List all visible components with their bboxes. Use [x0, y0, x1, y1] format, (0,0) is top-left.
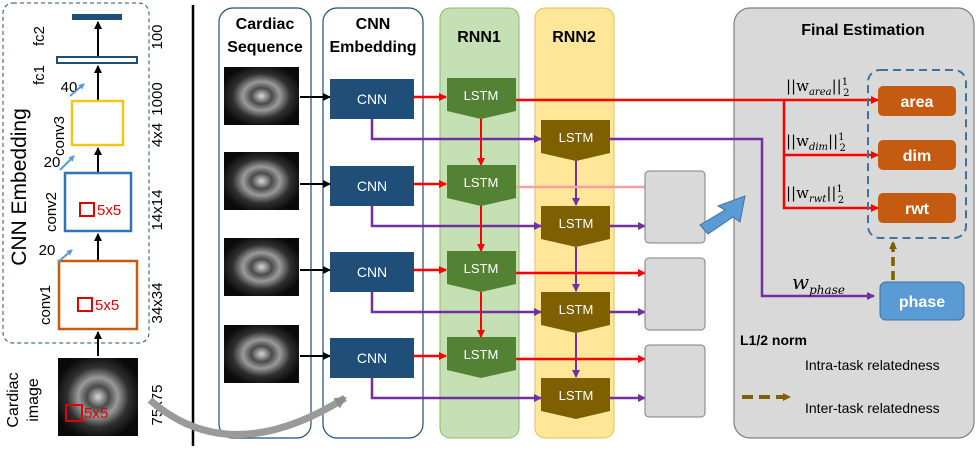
lstm1-block-2-label: LSTM — [464, 175, 499, 190]
arrow-cnn4-lstm2 — [370, 378, 542, 402]
phase-label: phase — [899, 294, 945, 311]
conv2-kernel-label: 5x5 — [97, 202, 121, 219]
sequence-image-1 — [224, 67, 299, 125]
cnn-block-3-label: CNN — [357, 264, 387, 280]
conv3-label: conv3 — [51, 116, 68, 156]
lstm2-block-4 — [541, 378, 610, 419]
conv2-channels: 20 — [44, 154, 61, 171]
lstm1-block-4 — [447, 337, 516, 378]
cardiac-image-label-1: Cardiac — [5, 372, 22, 427]
sequence-image-2 — [224, 152, 299, 210]
rwt-output — [878, 193, 956, 223]
arrow-cnn2-lstm2 — [370, 206, 542, 230]
cardiac-image-label-2: image — [25, 378, 42, 422]
conv2-label: conv2 — [43, 192, 60, 232]
input-kernel-box — [65, 404, 83, 422]
rnn1-column — [439, 7, 520, 439]
rnn2-title: RNN2 — [552, 29, 596, 46]
cnn-embedding-title: CNN Embedding — [8, 108, 31, 266]
cnn-block-4 — [330, 338, 414, 378]
dim-output — [878, 140, 956, 170]
lstm1-block-3 — [447, 251, 516, 292]
legend-inter: Inter-task relatedness — [805, 400, 940, 416]
cnn-block-1 — [330, 79, 414, 119]
fc2-layer — [72, 14, 122, 20]
arrow-cnn3-lstm2 — [370, 292, 542, 316]
lstm2-block-2 — [541, 206, 610, 247]
lstm1-block-4-label: LSTM — [464, 347, 499, 362]
output-box-3 — [644, 257, 706, 331]
conv1-channels: 20 — [39, 242, 56, 259]
dim-label: dim — [903, 148, 931, 165]
legend-intra: Intra-task relatedness — [805, 357, 940, 373]
cnn-block-3 — [330, 252, 414, 292]
output-box-2 — [644, 170, 706, 244]
sequence-image-4 — [224, 325, 299, 383]
conv3-depth-arrow — [69, 83, 85, 97]
conv1-kernel-label: 5x5 — [95, 297, 119, 314]
lstm2-block-4-label: LSTM — [559, 388, 594, 403]
size-conv2: 14x14 — [149, 190, 166, 231]
conv2-layer — [63, 171, 133, 233]
w-phase-label: wphase — [792, 270, 845, 297]
arrow-cnn1-lstm2 — [370, 119, 542, 143]
conv3-layer — [70, 99, 125, 147]
conv1-label: conv1 — [37, 285, 54, 325]
rnn1-title: RNN1 — [457, 29, 501, 46]
conv1-kernel-box — [77, 297, 93, 312]
lstm1-block-1 — [447, 78, 516, 119]
cnn-block-4-label: CNN — [357, 350, 387, 366]
output-box-4 — [644, 344, 706, 418]
cnn-title-1: CNN — [356, 16, 391, 33]
aggregate-arrow — [699, 195, 746, 235]
input-kernel-label: 5x5 — [84, 405, 108, 422]
conv1-layer — [57, 259, 139, 331]
curved-input-arrow — [147, 395, 347, 438]
rwt-label: rwt — [905, 201, 930, 218]
size-conv1: 34x34 — [149, 283, 166, 324]
fc1-layer — [56, 56, 138, 64]
lstm2-block-2-label: LSTM — [559, 216, 594, 231]
lstm1-block-2 — [447, 165, 516, 206]
fc1-label: fc1 — [31, 65, 48, 85]
area-label: area — [901, 94, 934, 111]
conv2-depth-arrow — [59, 155, 75, 171]
lstm2-block-1-label: LSTM — [559, 130, 594, 145]
phase-output — [879, 281, 965, 321]
cnn-block-2 — [330, 166, 414, 206]
legend-norm: L1/2 norm — [740, 332, 807, 348]
cnn-title-2: Embedding — [329, 39, 416, 56]
lstm2-block-1 — [541, 120, 610, 161]
lstm1-block-3-label: LSTM — [464, 261, 499, 276]
size-fc2: 100 — [149, 24, 166, 49]
conv3-channels: 40 — [61, 79, 78, 96]
fc2-label: fc2 — [31, 26, 48, 46]
cnn-embedding-panel — [2, 2, 150, 344]
lstm2-block-3 — [541, 292, 610, 333]
size-conv3: 4x4 — [149, 123, 166, 147]
cnn-block-2-label: CNN — [357, 178, 387, 194]
cnn-block-1-label: CNN — [357, 91, 387, 107]
arrow-to-rwt — [782, 155, 879, 212]
arrow-lstm2-to-phase — [610, 137, 875, 300]
lstm1-block-1-label: LSTM — [464, 88, 499, 103]
size-fc1: 1000 — [149, 82, 166, 115]
area-output — [878, 86, 956, 116]
lstm2-block-3-label: LSTM — [559, 302, 594, 317]
sequence-image-3 — [224, 238, 299, 296]
final-estimation-title: Final Estimation — [801, 22, 925, 39]
conv2-kernel-box — [79, 202, 95, 217]
conv1-depth-arrow — [57, 249, 73, 263]
intra-task-group — [867, 69, 967, 239]
input-cardiac-image — [58, 358, 138, 436]
sequence-title-2: Sequence — [227, 39, 303, 56]
sequence-title-1: Cardiac — [236, 16, 295, 33]
